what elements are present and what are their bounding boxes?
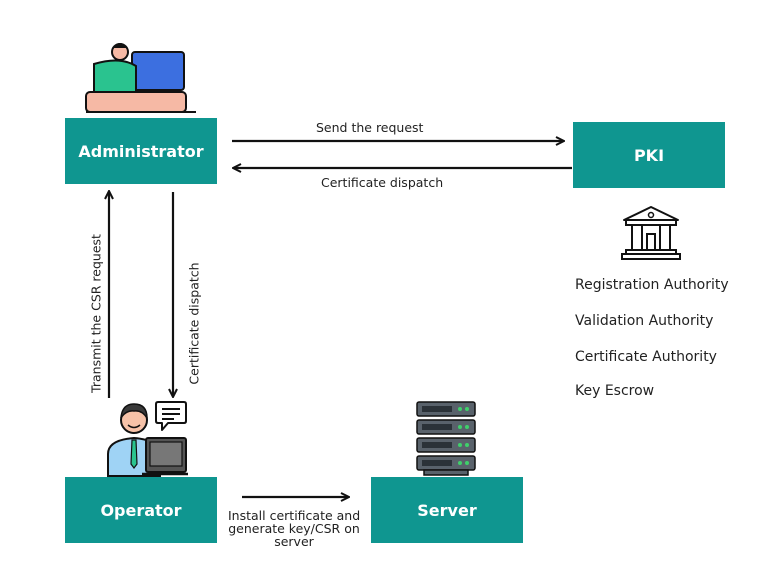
install-certificate-label: Install certificate and generate key/CSR… bbox=[228, 509, 360, 548]
send-request-label: Send the request bbox=[316, 120, 424, 135]
server-box: Server bbox=[371, 477, 523, 543]
pki-box: PKI bbox=[573, 122, 725, 188]
certificate-dispatch-side-label: Certificate dispatch bbox=[186, 262, 202, 385]
pki-label: PKI bbox=[633, 145, 665, 165]
pki-component-registration-authority: Registration Authority bbox=[575, 277, 729, 293]
bank-building-icon bbox=[621, 206, 681, 260]
administrator-label: Administrator bbox=[78, 141, 204, 161]
administrator-person-icon bbox=[85, 43, 196, 113]
pki-component-key-escrow: Key Escrow bbox=[575, 383, 655, 399]
operator-box: Operator bbox=[65, 477, 217, 543]
pki-component-validation-authority: Validation Authority bbox=[575, 313, 714, 329]
transmit-csr-label: Transmit the CSR request bbox=[88, 234, 104, 393]
administrator-box: Administrator bbox=[65, 118, 217, 184]
certificate-dispatch-top-label: Certificate dispatch bbox=[321, 175, 444, 190]
install-line-1: Install certificate and bbox=[228, 508, 361, 523]
server-label: Server bbox=[417, 500, 477, 520]
chat-bubble-icon bbox=[155, 401, 187, 431]
operator-person-icon bbox=[107, 403, 188, 477]
install-line-3: server bbox=[274, 534, 314, 549]
pki-component-certificate-authority: Certificate Authority bbox=[575, 349, 717, 365]
install-line-2: generate key/CSR on bbox=[228, 521, 360, 536]
operator-label: Operator bbox=[100, 500, 182, 520]
server-rack-icon bbox=[416, 401, 476, 476]
